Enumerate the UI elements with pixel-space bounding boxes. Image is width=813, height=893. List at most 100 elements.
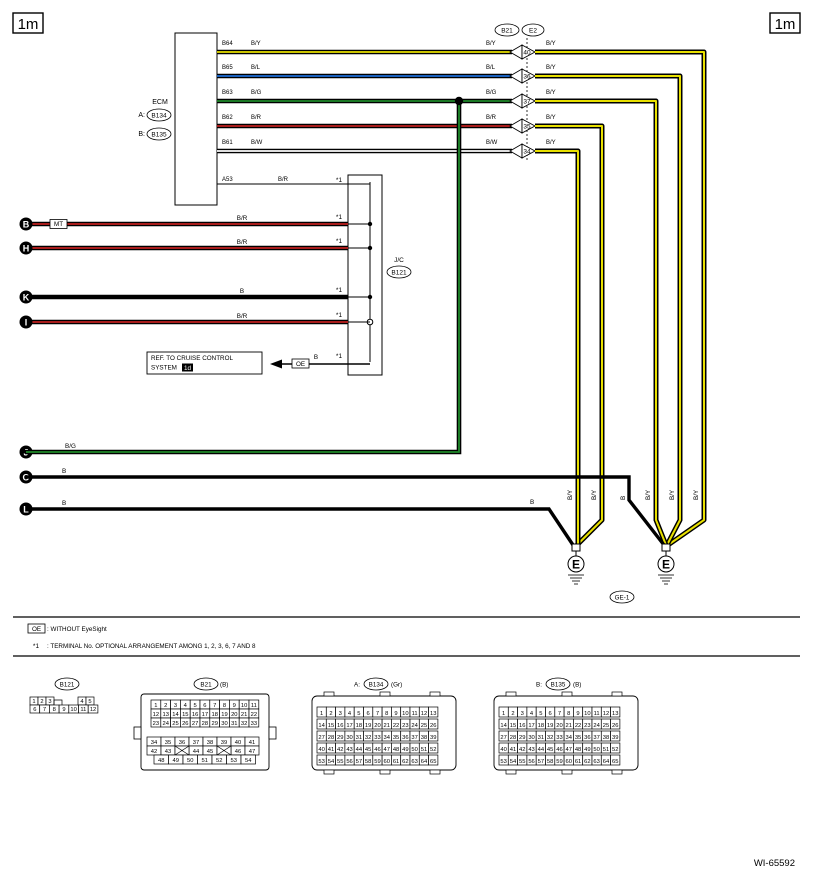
pin-number: 20 xyxy=(374,723,380,729)
ref-arrow xyxy=(270,359,282,369)
pin-number: 64 xyxy=(603,759,610,765)
b135-view-oval xyxy=(545,677,571,691)
legend-oe-text: : WITHOUT EyeSight xyxy=(47,626,107,633)
a53-star: *1 xyxy=(336,177,343,184)
mt-tag: MT xyxy=(54,221,63,228)
pin-number: 31 xyxy=(356,735,362,741)
left-wire-color: B xyxy=(240,288,244,295)
oe-tag-box xyxy=(291,358,310,369)
pin-number: 17 xyxy=(346,723,352,729)
pin-number: 36 xyxy=(402,735,408,741)
pin-number: 24 xyxy=(411,723,418,729)
pin-number: 50 xyxy=(411,747,417,753)
pin-number: 50 xyxy=(187,758,193,764)
pin-number: 3 xyxy=(339,711,342,717)
connector-wire-color: B/R xyxy=(486,115,497,121)
pin-number: 37 xyxy=(193,740,199,746)
pin-number: 47 xyxy=(384,747,390,753)
pin-number: 25 xyxy=(172,721,178,727)
e2-top-label: E2 xyxy=(529,28,537,35)
pin-number: 23 xyxy=(584,723,590,729)
pin-number: 43 xyxy=(165,749,171,755)
pin-number: 27 xyxy=(318,735,324,741)
pin-number: 5 xyxy=(193,703,196,709)
pin-number: 50 xyxy=(593,747,599,753)
connector-wire-color: B/W xyxy=(486,140,498,146)
pin-number: 12 xyxy=(603,711,609,717)
out-wire-color: B/Y xyxy=(546,65,556,71)
pin-number: 33 xyxy=(251,721,257,727)
pin-number: 7 xyxy=(43,707,46,713)
ref-badge-bg xyxy=(182,363,193,372)
pin-number: 42 xyxy=(151,749,157,755)
pin-number: 58 xyxy=(365,759,371,765)
out-wire-color: B/Y xyxy=(546,140,556,146)
pin-number: 56 xyxy=(528,759,534,765)
pin-number: 24 xyxy=(593,723,600,729)
pin-number: 20 xyxy=(556,723,562,729)
pin-number: 39 xyxy=(612,735,618,741)
o-color: B xyxy=(62,468,66,475)
pin-number: 31 xyxy=(231,721,237,727)
page-tag-right-box xyxy=(769,12,801,34)
pin-number: 24 xyxy=(162,721,169,727)
pin-number: 10 xyxy=(402,711,408,717)
pin-number: 30 xyxy=(221,721,227,727)
pin-number: 34 xyxy=(566,735,573,741)
oe-tag: OE xyxy=(296,361,305,368)
pin-number: 18 xyxy=(211,712,217,718)
left-wire-color: B/R xyxy=(237,215,248,222)
joint-connector-box xyxy=(347,174,383,376)
ecm-label: ECM xyxy=(152,99,168,106)
pin-number: 53 xyxy=(318,759,324,765)
pin-cell xyxy=(248,717,260,728)
pin-cell xyxy=(428,742,439,754)
ecm-wire-color: B/L xyxy=(251,65,261,71)
connector-pin-symbol xyxy=(521,68,536,84)
ref-wire-color: B xyxy=(314,354,318,361)
left-wire-star: *1 xyxy=(336,238,343,245)
pin-number: 16 xyxy=(337,723,343,729)
pin-number: 21 xyxy=(384,723,390,729)
b121-view-label: B121 xyxy=(60,682,75,689)
pin-number: 55 xyxy=(337,759,343,765)
b134-view-label: B134 xyxy=(369,682,384,689)
pin-number: 36 xyxy=(584,735,590,741)
mt-tag-box xyxy=(49,219,68,229)
pin-number: 38 xyxy=(603,735,609,741)
ref-box xyxy=(146,351,263,375)
pin-number: 44 xyxy=(193,749,200,755)
pin-number: 59 xyxy=(374,759,380,765)
pin-number: 60 xyxy=(384,759,390,765)
pin-number: 5 xyxy=(88,699,91,705)
l-color: B xyxy=(62,500,66,507)
legend-star: *1 xyxy=(33,643,40,650)
ref-line1: REF. TO CRUISE CONTROL xyxy=(151,355,233,362)
pin-number: 61 xyxy=(575,759,581,765)
pin-number: 52 xyxy=(612,747,618,753)
pin-number: 61 xyxy=(393,759,399,765)
a53-pin: A53 xyxy=(222,177,233,183)
pin-number: 22 xyxy=(393,723,399,729)
o-color-right: B xyxy=(620,496,627,500)
pin-number: 13 xyxy=(162,712,168,718)
pin-number: 42 xyxy=(337,747,343,753)
pin-number: 14 xyxy=(500,723,507,729)
pin-number: 18 xyxy=(356,723,362,729)
pin-number: 36 xyxy=(179,740,185,746)
e2-oval xyxy=(521,23,545,37)
pin-number: 52 xyxy=(216,758,222,764)
pin-number: 19 xyxy=(365,723,371,729)
j-splice xyxy=(454,96,464,106)
pin-number: 54 xyxy=(245,758,252,764)
pin-number: 60 xyxy=(566,759,572,765)
pin-number: 14 xyxy=(172,712,179,718)
pin-number: 46 xyxy=(556,747,562,753)
ecm-conn-a: B134 xyxy=(151,113,167,120)
page-tag-left: 1m xyxy=(18,16,39,33)
pin-number: 22 xyxy=(251,712,257,718)
pin-number: 11 xyxy=(594,711,600,717)
pin-number: 4 xyxy=(530,711,534,717)
b134-view-prefix: A: xyxy=(354,682,360,689)
